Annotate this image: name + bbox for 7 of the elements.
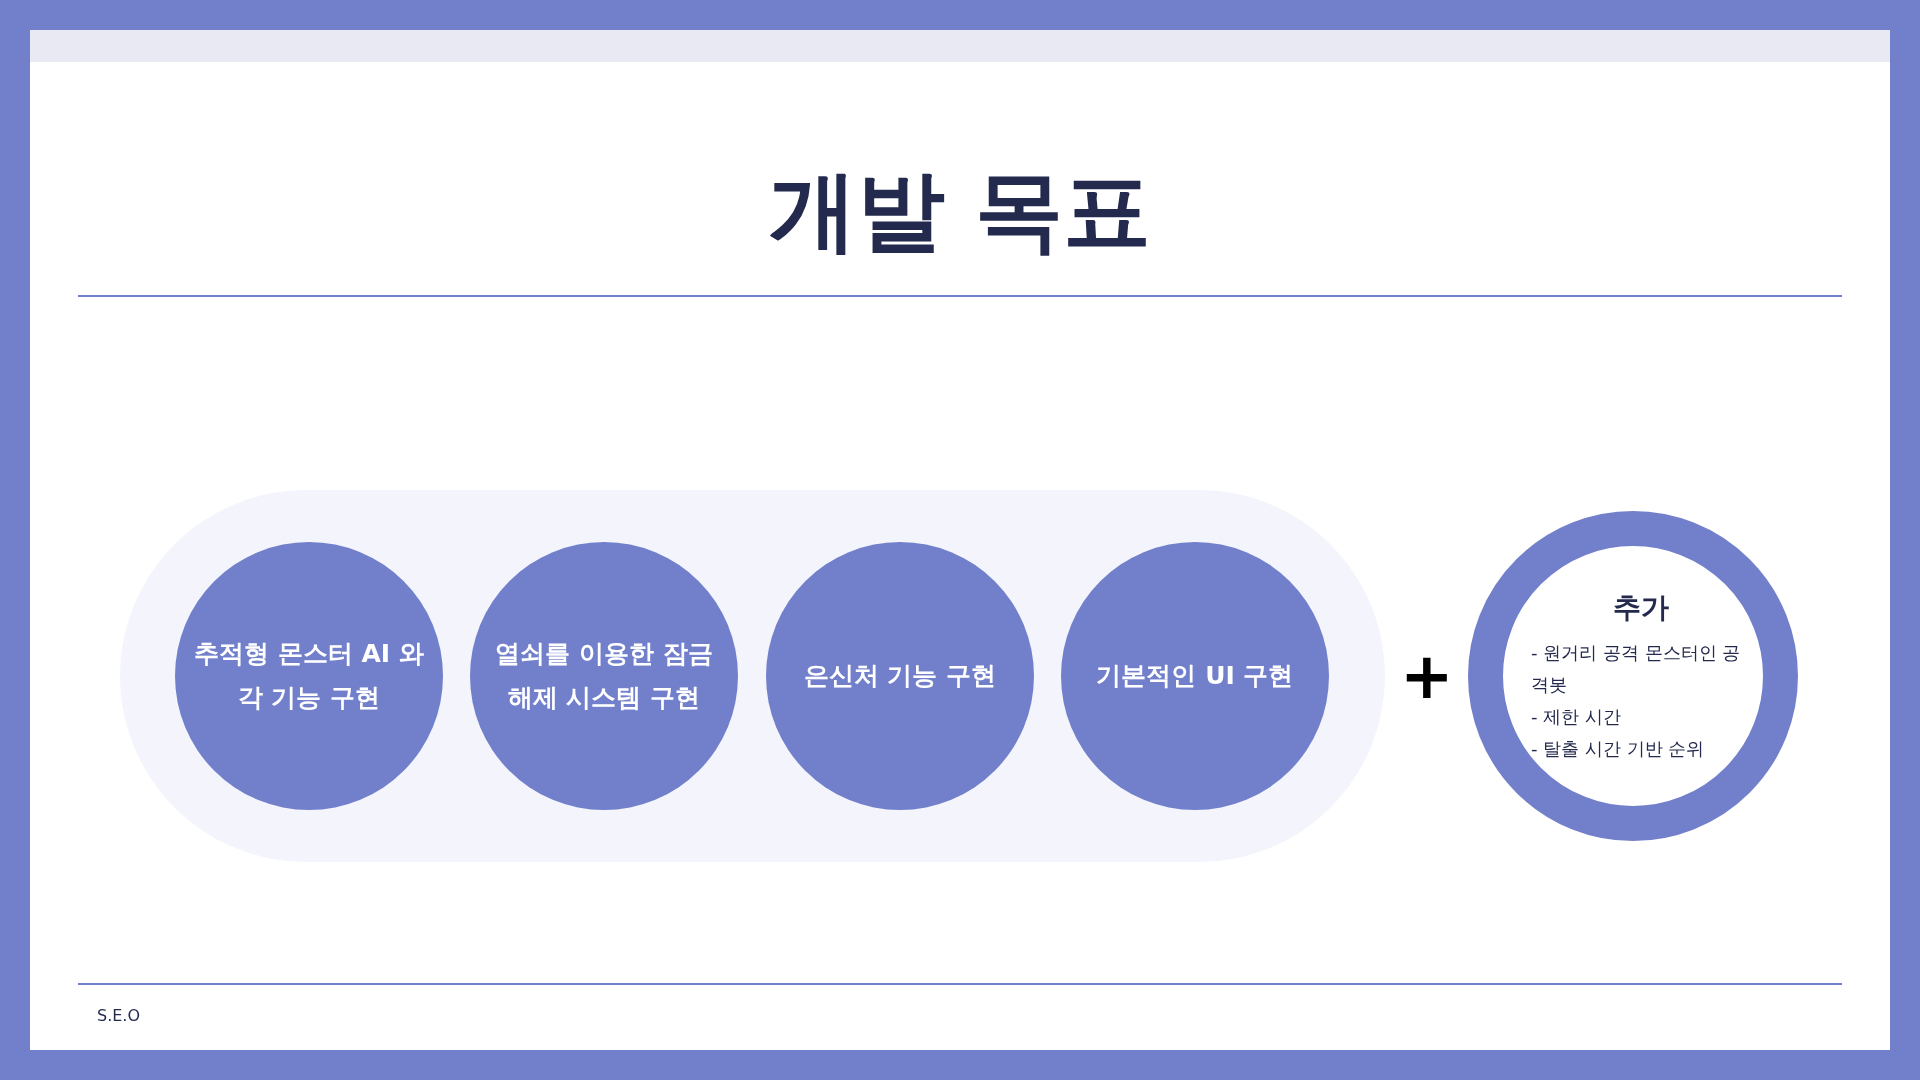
footer-text: S.E.O [97, 1005, 141, 1027]
plus-sign: + [1400, 638, 1454, 715]
ring-heading: 추가 [1612, 590, 1670, 626]
title: 개발 목표 [767, 158, 1153, 264]
ring-item: - 탈출 시간 기반 순위 [1531, 737, 1706, 761]
ring-item: - 제한 시간 [1531, 705, 1622, 729]
ring-item: - 원거리 공격 몬스터인 공격봇 [1531, 641, 1742, 697]
